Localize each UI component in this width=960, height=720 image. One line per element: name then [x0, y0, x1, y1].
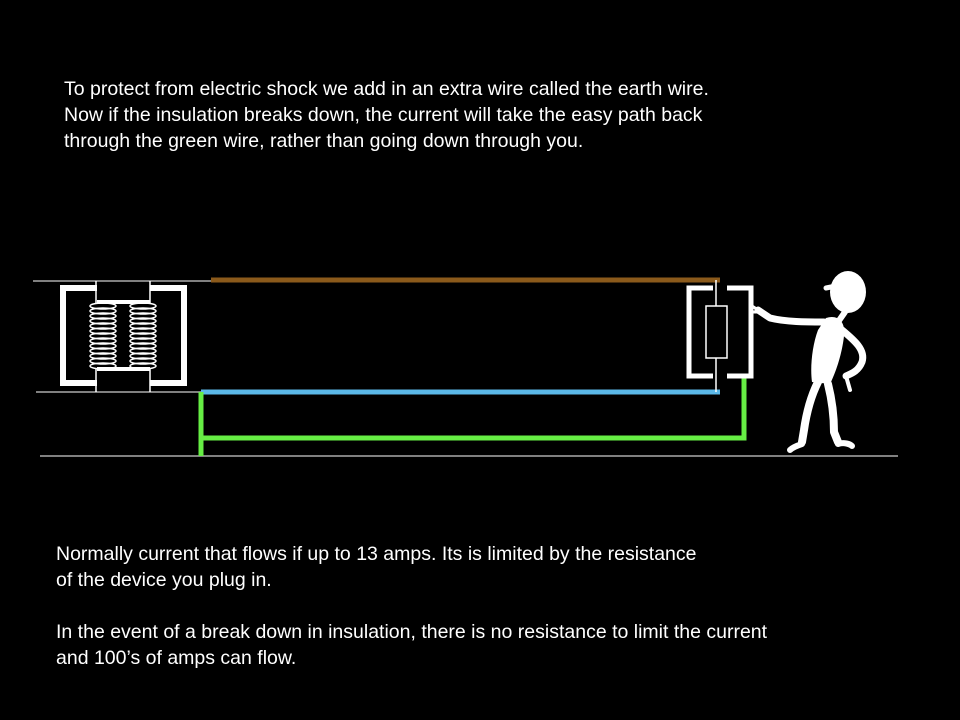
person-cap-brim — [823, 283, 839, 291]
person-arm-reaching — [754, 306, 828, 326]
transformer-core-right — [150, 285, 187, 386]
primary-coil — [89, 281, 117, 392]
intro-line-1: To protect from electric shock we add in… — [64, 78, 709, 100]
person-foot-right — [835, 440, 855, 449]
explanation-p2-line-1: In the event of a break down in insulati… — [56, 621, 768, 643]
appliance-resistor — [705, 305, 728, 359]
transformer-core-left — [60, 285, 97, 386]
explanation-p1-line-1: Normally current that flows if up to 13 … — [56, 543, 697, 565]
person-foot-left — [787, 441, 805, 453]
secondary-coil — [129, 281, 157, 392]
person-leg-left — [798, 378, 822, 446]
explanation-p1-line-2: of the device you plug in. — [56, 569, 272, 591]
intro-line-3: through the green wire, rather than goin… — [64, 130, 584, 152]
explanation-p2-line-2: and 100’s of amps can flow. — [56, 647, 297, 669]
person-torso — [811, 316, 845, 384]
intro-text: To protect from electric shock we add in… — [64, 76, 709, 154]
person-head — [830, 271, 866, 313]
person-figure — [750, 271, 867, 453]
appliance-case-left — [686, 285, 713, 379]
explanation-text: Normally current that flows if up to 13 … — [56, 541, 767, 671]
transformer — [33, 280, 211, 393]
earth-wire — [198, 378, 747, 456]
appliance — [686, 280, 754, 392]
person-hand — [750, 304, 760, 314]
person-leg-right — [824, 380, 842, 446]
intro-line-2: Now if the insulation breaks down, the c… — [64, 104, 703, 126]
person-arm-hip — [838, 326, 867, 380]
appliance-case-right — [727, 285, 754, 379]
